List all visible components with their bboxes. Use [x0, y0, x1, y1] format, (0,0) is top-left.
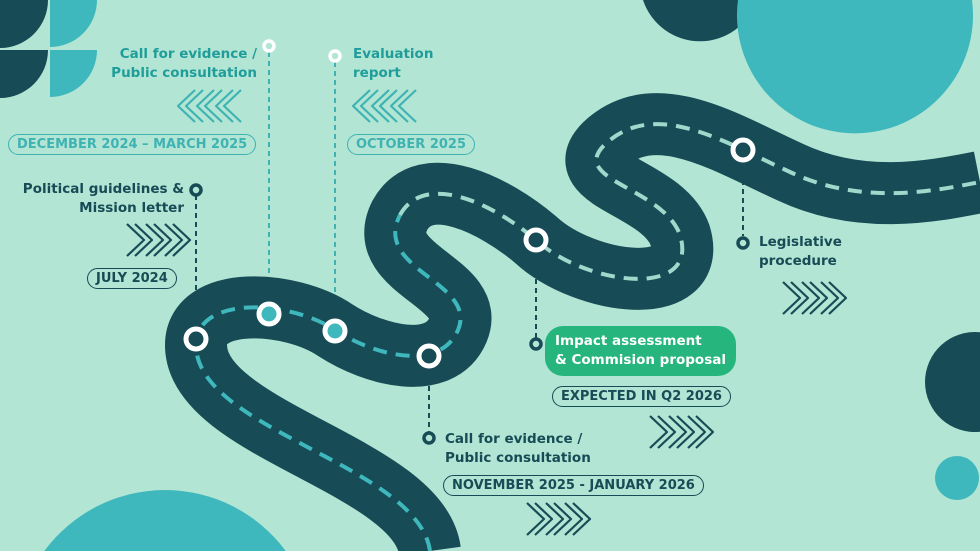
milestone-title: Public consultation — [445, 450, 591, 466]
chevron-right-icon — [649, 415, 715, 449]
milestone-title: report — [353, 65, 401, 81]
milestone-title: Call for evidence / — [119, 46, 257, 62]
milestone-title: & Commision proposal — [555, 352, 726, 368]
milestone-legislative-procedure: Legislative procedure — [759, 233, 842, 271]
milestone-title: Call for evidence / — [445, 431, 583, 447]
milestone-evaluation-report: Evaluation report — [353, 45, 433, 83]
milestone-title: Impact assessment — [555, 333, 702, 349]
chevron-left-icon — [176, 89, 242, 123]
milestone-call-for-evidence-2: Call for evidence / Public consultation — [445, 430, 591, 468]
milestone-title: Evaluation — [353, 46, 434, 62]
milestone-title: Public consultation — [111, 65, 257, 81]
milestone-title: Political guidelines & — [22, 181, 184, 197]
chevron-right-icon — [526, 502, 592, 536]
milestone-political-guidelines: Political guidelines & Mission letter — [23, 180, 184, 218]
milestone-title: Mission letter — [79, 200, 184, 216]
date-badge: OCTOBER 2025 — [347, 134, 476, 155]
date-badge: EXPECTED IN Q2 2026 — [552, 386, 731, 407]
chevron-right-icon — [126, 223, 192, 257]
milestone-title: procedure — [759, 253, 837, 269]
milestone-title: Legislative — [759, 234, 842, 250]
chevron-right-icon — [782, 281, 848, 315]
date-badge: DECEMBER 2024 – MARCH 2025 — [8, 134, 257, 155]
milestone-call-for-evidence-1: Call for evidence / Public consultation — [111, 45, 257, 83]
milestone-impact-assessment: Impact assessment & Commision proposal — [545, 326, 736, 376]
date-badge: JULY 2024 — [87, 268, 177, 289]
road-markers — [183, 137, 756, 369]
date-badge: NOVEMBER 2025 - JANUARY 2026 — [443, 475, 704, 496]
chevron-left-icon — [351, 89, 417, 123]
label-dots — [189, 39, 750, 445]
